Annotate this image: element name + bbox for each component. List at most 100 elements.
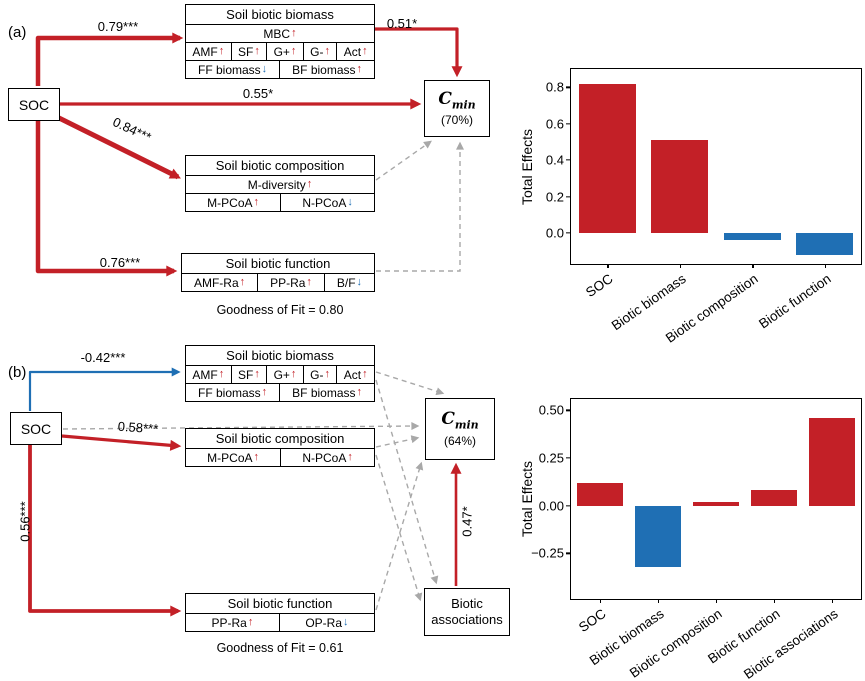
up-arrow-icon: ↑ (239, 276, 246, 288)
cmin-subscript-b: min (454, 418, 479, 432)
cmin-symbol-a: Cmin (438, 89, 475, 111)
function-title-b: Soil biotic function (227, 596, 333, 611)
bar-biotic-biomass (635, 505, 681, 567)
soc-label-b: SOC (20, 420, 52, 437)
biomass-row-ff-bf-a: FF biomass↓BF biomass↑ (186, 60, 374, 78)
indicator-op-ra: OP-Ra↓ (278, 614, 374, 631)
bar-biotic-function (796, 233, 854, 255)
bar-biotic-function (751, 490, 797, 506)
composition-row-diversity-a: M-diversity↑ (186, 175, 374, 193)
indicator-label: G- (310, 44, 324, 59)
indicator-m-pcoa: M-PCoA↑ (186, 194, 280, 211)
indicator-g-: G+↑ (266, 43, 303, 60)
indicator-bf-biomass: BF biomass↑ (279, 61, 374, 78)
biomass-row-ff-bf-b: FF biomass↑BF biomass↑ (186, 383, 374, 401)
up-arrow-icon: ↑ (254, 45, 260, 57)
x-tick (679, 264, 682, 268)
bar-soc (578, 83, 636, 234)
indicator-label: Act (343, 367, 362, 382)
x-tick (774, 599, 776, 603)
up-arrow-icon: ↑ (362, 368, 368, 380)
indicator-label: G+ (273, 44, 290, 59)
arrow-composition-to-cmin-a (375, 140, 432, 181)
indicator-ff-biomass: FF biomass↑ (186, 384, 279, 401)
arrow-soc-to-composition-a (53, 113, 181, 180)
cmin-variance-b: (64%) (443, 433, 476, 448)
indicator-n-pcoa: N-PCoA↑ (280, 449, 374, 466)
biomass-title-b: Soil biotic biomass (226, 348, 334, 363)
composition-row-pcoa-a: M-PCoA↑N-PCoA↓ (186, 193, 374, 211)
arrow-soc-to-biomass-a (35, 32, 184, 86)
up-arrow-icon: ↑ (306, 276, 312, 288)
indicator-label: SF (237, 44, 254, 59)
indicator-mbc: MBC↑ (186, 25, 374, 42)
arrow-biomass-to-cmin-a (375, 27, 463, 78)
bar-biotic-associations (809, 418, 855, 506)
up-arrow-icon: ↑ (218, 45, 225, 57)
bar-biotic-composition (723, 233, 781, 241)
indicator-b-f: B/F↓ (323, 274, 374, 291)
bar-soc (577, 482, 623, 506)
biomass-title-a: Soil biotic biomass (226, 7, 334, 22)
coef-soc-function-b: 0.56*** (17, 501, 33, 542)
function-row-a: AMF-Ra↑PP-Ra↑B/F↓ (182, 273, 374, 291)
up-arrow-icon: ↑ (362, 45, 368, 57)
biomass-row-groups-b: AMF↑SF↑G+↑G-↑Act↑ (186, 365, 374, 383)
up-arrow-icon: ↑ (324, 368, 331, 380)
up-arrow-icon: ↑ (254, 368, 260, 380)
indicator-label: FF biomass (197, 385, 261, 400)
x-tick (607, 264, 609, 268)
indicator-amf: AMF↑ (186, 43, 231, 60)
associations-box-b: Biotic associations (424, 588, 510, 636)
cmin-box-a: Cmin (70%) (424, 80, 490, 137)
biomass-box-b: Soil biotic biomass AMF↑SF↑G+↑G-↑Act↑ FF… (185, 345, 375, 402)
down-arrow-icon: ↓ (343, 616, 349, 628)
up-arrow-icon: ↑ (356, 386, 363, 398)
y-tick (566, 457, 571, 459)
indicator-label: M-diversity (247, 177, 306, 192)
composition-title-a: Soil biotic composition (215, 158, 345, 173)
arrow-composition-to-cmin-b (375, 435, 420, 448)
y-tick-label: 0.25 (538, 450, 564, 466)
panel-a-label: (a) (8, 24, 27, 41)
down-arrow-icon: ↓ (356, 276, 363, 288)
biomass-row-groups-a: AMF↑SF↑G+↑G-↑Act↑ (186, 42, 374, 60)
indicator-label: PP-Ra (211, 615, 247, 630)
y-tick (566, 86, 571, 88)
indicator-act: Act↑ (336, 366, 374, 383)
indicator-pp-ra: PP-Ra↑ (186, 614, 279, 631)
indicator-sf: SF↑ (230, 366, 267, 383)
coef-soc-function-a: 0.76*** (99, 255, 141, 270)
coef-biomass-cmin-a: 0.51* (386, 16, 418, 31)
composition-row-pcoa-b: M-PCoA↑N-PCoA↑ (186, 448, 374, 466)
arrow-soc-to-composition-b (61, 434, 182, 451)
indicator-act: Act↑ (336, 43, 374, 60)
y-tick-label: 0.6 (545, 116, 564, 132)
up-arrow-icon: ↑ (218, 368, 225, 380)
indicator-label: B/F (336, 275, 356, 290)
indicator-label: PP-Ra (270, 275, 306, 290)
up-arrow-icon: ↑ (261, 386, 268, 398)
y-tick (566, 123, 571, 125)
y-tick-label: −0.25 (531, 545, 564, 561)
y-tick (566, 409, 571, 412)
indicator-label: AMF (192, 367, 218, 382)
indicator-label: AMF (192, 44, 218, 59)
indicator-m-pcoa: M-PCoA↑ (186, 449, 280, 466)
x-tick (716, 599, 718, 603)
x-tick (832, 599, 834, 603)
y-tick (566, 505, 571, 507)
biomass-box-a: Soil biotic biomass MBC↑ AMF↑SF↑G+↑G-↑Ac… (185, 4, 375, 79)
function-row-b: PP-Ra↑OP-Ra↓ (186, 613, 374, 631)
indicator-label: G+ (273, 367, 290, 382)
arrow-biomass-to-associations-b (375, 379, 439, 585)
arrow-soc-to-function-b (28, 445, 182, 617)
indicator-g-: G-↑ (302, 43, 337, 60)
indicator-label: G- (310, 367, 324, 382)
coef-soc-biomass-b: -0.42*** (80, 350, 126, 365)
function-title-a: Soil biotic function (225, 256, 331, 271)
composition-box-a: Soil biotic composition M-diversity↑ M-P… (185, 155, 375, 212)
cmin-symbol-b: Cmin (441, 410, 478, 431)
